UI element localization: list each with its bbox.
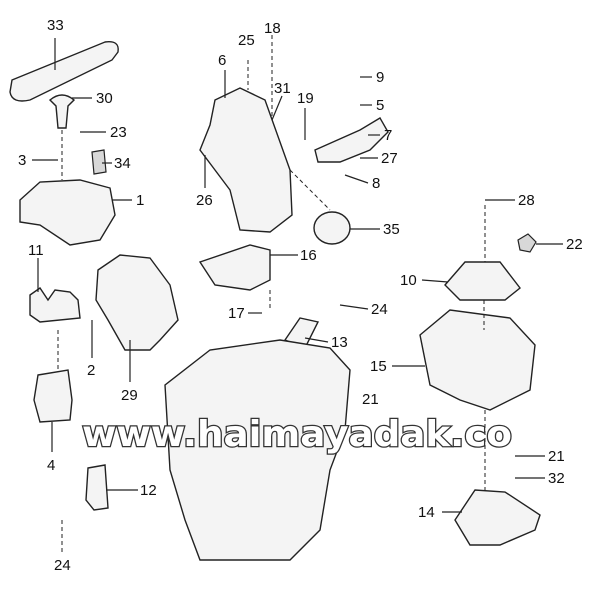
label-4: 4: [47, 457, 55, 474]
label-10: 10: [400, 272, 417, 289]
label-21-center: 21: [362, 391, 379, 408]
label-7: 7: [384, 127, 392, 144]
part-4-mount: [33, 369, 73, 423]
label-26: 26: [196, 192, 213, 209]
part-35-bushing: [313, 211, 351, 245]
label-15: 15: [370, 358, 387, 375]
part-29-housing: [95, 254, 179, 351]
label-31: 31: [274, 80, 291, 97]
label-22: 22: [566, 236, 583, 253]
part-14-mount: [454, 489, 541, 546]
label-24-center: 24: [371, 301, 388, 318]
label-13: 13: [331, 334, 348, 351]
label-8: 8: [372, 175, 380, 192]
part-6-bracket: [199, 87, 293, 233]
part-10-mount: [444, 261, 521, 301]
label-16: 16: [300, 247, 317, 264]
label-35: 35: [383, 221, 400, 238]
leader-lines: [32, 38, 563, 513]
label-23: 23: [110, 124, 127, 141]
label-3: 3: [18, 152, 26, 169]
label-28: 28: [518, 192, 535, 209]
watermark: www.haimayadak.co: [82, 414, 512, 455]
parts: [9, 41, 541, 561]
label-5: 5: [376, 97, 384, 114]
part-16-bracket: [198, 244, 271, 291]
part-11-bracket: [29, 287, 81, 323]
label-33: 33: [47, 17, 64, 34]
label-24-left: 24: [54, 557, 71, 574]
part-15-bracket: [419, 309, 536, 411]
part-33-torque-rod: [9, 41, 119, 102]
label-2: 2: [87, 362, 95, 379]
label-32: 32: [548, 470, 565, 487]
label-30: 30: [96, 90, 113, 107]
label-14: 14: [418, 504, 435, 521]
label-11: 11: [28, 242, 44, 259]
part-22-nut: [517, 233, 537, 253]
label-34: 34: [114, 155, 131, 172]
label-19: 19: [297, 90, 314, 107]
label-9: 9: [376, 69, 384, 86]
label-12: 12: [140, 482, 157, 499]
label-6: 6: [218, 52, 226, 69]
label-25: 25: [238, 32, 255, 49]
label-21-right: 21: [548, 448, 565, 465]
label-18: 18: [264, 20, 281, 37]
engine-block: [164, 339, 351, 561]
part-7-arm: [314, 117, 389, 163]
part-1-bracket: [19, 179, 116, 246]
label-17: 17: [228, 305, 245, 322]
label-1: 1: [136, 192, 144, 209]
label-27: 27: [381, 150, 398, 167]
part-34-clip: [91, 149, 107, 175]
alignment-lines: [57, 35, 486, 555]
label-29: 29: [121, 387, 138, 404]
part-12-bracket: [85, 464, 109, 511]
part-labels: 33 30 23 3 34 1 11 2 29 4 12 24 6 25 18 …: [18, 17, 583, 574]
part-30-bolt: [48, 94, 76, 129]
